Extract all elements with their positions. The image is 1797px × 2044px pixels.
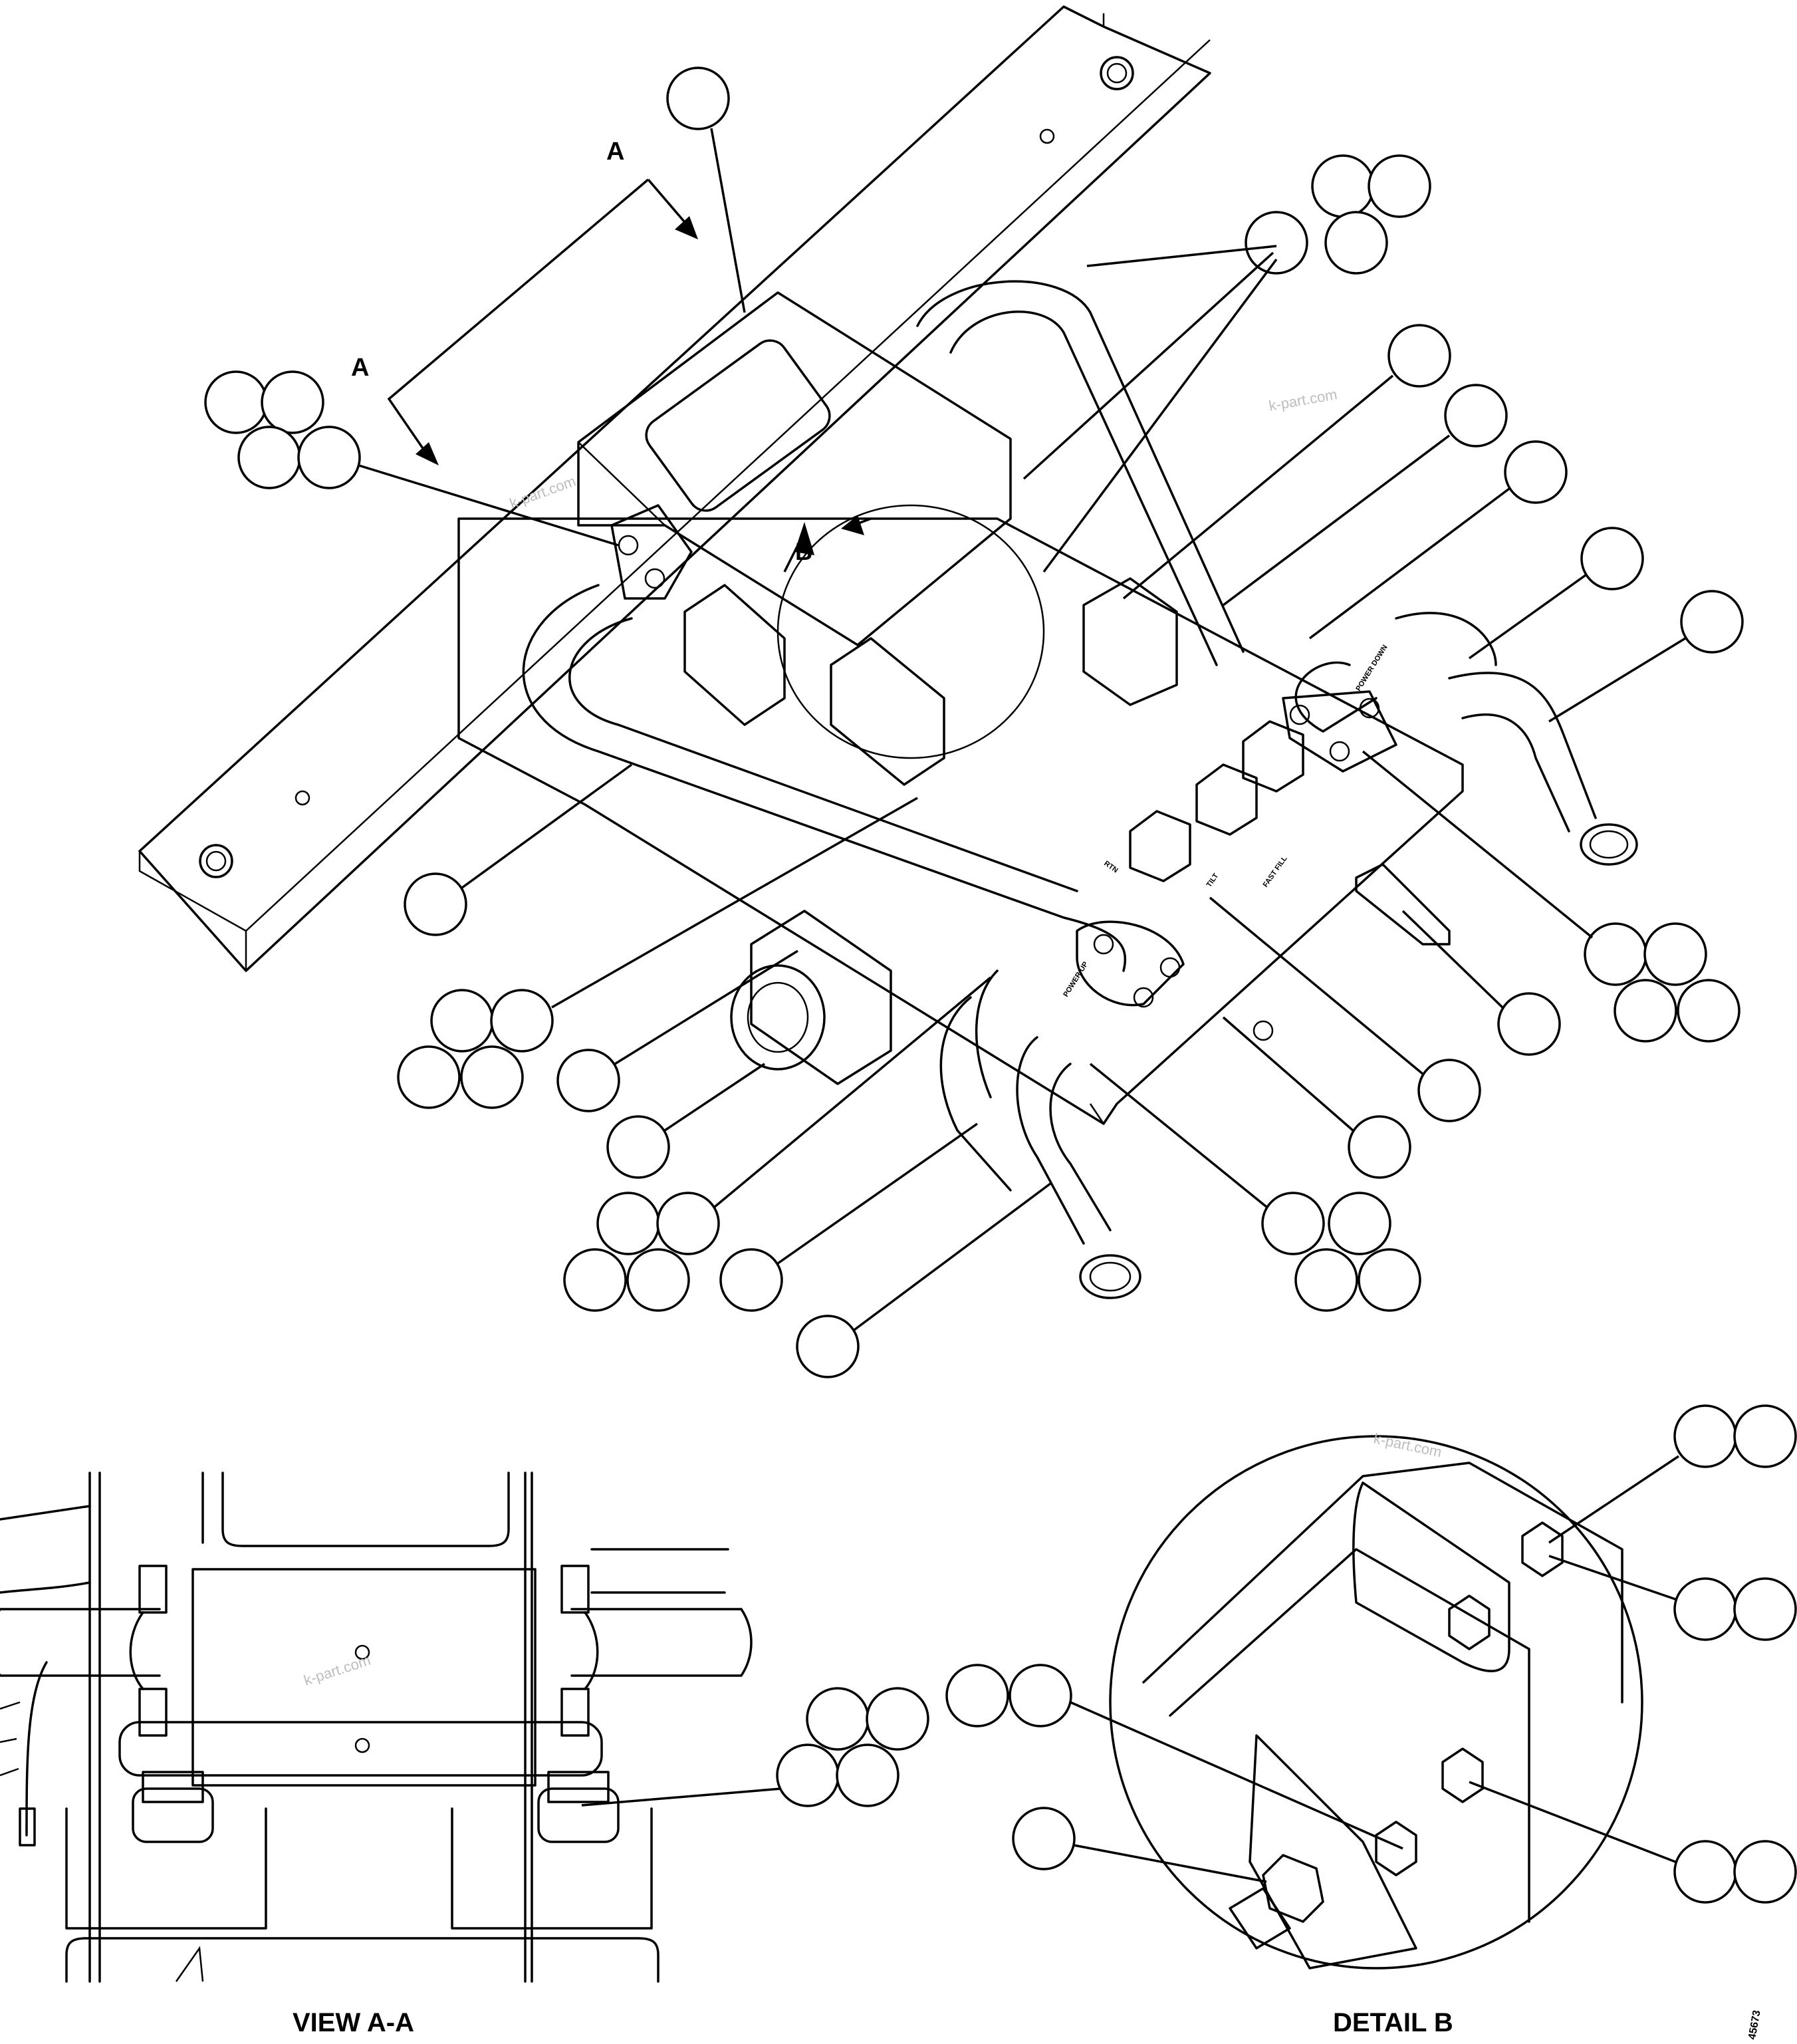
drawing-number: 45673	[1746, 2009, 1762, 2041]
view-aa-tube-right	[570, 1608, 753, 1677]
view-aa-triangle-mark	[175, 1946, 204, 1982]
solenoid-coil-right	[830, 637, 945, 786]
bracket-right	[1355, 863, 1451, 946]
hose-right-elbow	[1294, 612, 1497, 733]
detail-b-view: k-part.com DETAIL B	[945, 1404, 1797, 2037]
detail-b-fitting	[1229, 1854, 1324, 1950]
view-aa-hatching	[0, 1701, 21, 1777]
hose-lower-left	[939, 969, 1012, 1192]
detail-b-caption: DETAIL B	[1333, 2008, 1453, 2037]
flange-right	[1282, 690, 1397, 773]
callout-detail-b-top	[1548, 1404, 1797, 1544]
callout-cluster-upper-right	[1022, 154, 1431, 573]
callout-clamp	[1122, 324, 1451, 600]
detail-b-coil-lower	[1249, 1734, 1417, 1970]
detail-b-boundary	[1109, 1435, 1643, 1970]
callout-cluster-view-aa	[581, 1687, 929, 1807]
callout-hose-outlet	[1548, 590, 1744, 723]
detail-b-body	[1142, 1462, 1623, 1923]
view-aa-bolt-stack-right	[560, 1565, 599, 1737]
callout-detail-b-left	[945, 1664, 1403, 1850]
view-aa-bottom-bolt-left	[132, 1771, 214, 1843]
detail-b-circle	[777, 504, 1045, 759]
valve-block	[577, 291, 1012, 646]
detail-b-bolt-mid	[1448, 1595, 1491, 1650]
callout-crossover-hose	[404, 763, 633, 936]
callout-valve-port	[606, 1063, 765, 1179]
watermark: k-part.com	[302, 1652, 373, 1689]
view-aa-tube-left	[0, 1608, 161, 1677]
callout-hose-upper	[1222, 384, 1508, 606]
hose-clamp	[1082, 577, 1178, 706]
callout-cluster-flange-right	[1362, 750, 1740, 1043]
view-aa-frame	[88, 1471, 533, 1983]
manifold-body	[457, 517, 1464, 1125]
lower-left-valve	[730, 910, 892, 1085]
hose-right-fitting	[1580, 823, 1638, 866]
main-assembly-view: POWER DOWN POWER UP TILT FAST FILL RTN A…	[138, 5, 1744, 1378]
callout-manifold	[1222, 1016, 1411, 1179]
stamp-fast-fill: FAST FILL	[1262, 854, 1289, 889]
callout-hose-elbow	[1468, 527, 1644, 660]
hex-plugs	[1129, 720, 1304, 882]
view-aa-hose-top-left	[0, 1505, 91, 1594]
channel-bolt-bottom	[199, 844, 233, 878]
callout-detail-b-upper-right	[1548, 1555, 1797, 1641]
detail-label-b: B	[795, 538, 812, 565]
view-aa-hose-top-right	[590, 1548, 729, 1594]
solenoid-coil-left	[683, 584, 786, 726]
callout-lower-left-valve	[556, 950, 798, 1112]
callout-switch	[1209, 896, 1481, 1122]
section-label-a-upper: A	[606, 138, 624, 166]
view-aa-bottom-bolt-right	[537, 1771, 620, 1843]
callout-cluster-lower-right	[1089, 1063, 1421, 1312]
flange-left	[610, 504, 693, 600]
view-aa-block	[191, 1568, 537, 1787]
manifold-port	[1253, 1020, 1274, 1041]
stamp-power-down: POWER DOWN	[1354, 644, 1389, 693]
solenoid-cover	[645, 339, 831, 512]
view-aa-bolt-stack-left	[129, 1565, 168, 1737]
hose-crossover	[522, 584, 1127, 972]
section-label-a-lower: A	[351, 354, 369, 382]
stamp-rtn: RTN	[1102, 860, 1119, 875]
channel-bolt-top	[1100, 56, 1134, 90]
mounting-channel-lip	[138, 39, 1211, 971]
detail-b-bolt-upper	[1521, 1521, 1564, 1577]
callout-lower-hose	[719, 1122, 979, 1312]
hose-lower-outlet	[1016, 1036, 1112, 1245]
view-aa-top-bracket	[221, 1471, 510, 1547]
detail-b-coil-upper	[1352, 1481, 1510, 1672]
flange-lower	[1076, 920, 1185, 1008]
callout-cluster-left-mid	[397, 797, 918, 1109]
detail-b-bolt-lower-left	[1375, 1821, 1417, 1876]
watermark: k-part.com	[1372, 1430, 1443, 1460]
stamp-tilt: TILT	[1205, 872, 1221, 888]
hose-upper-loop	[916, 280, 1245, 666]
view-a-a-caption: VIEW A-A	[293, 2008, 414, 2037]
hose-right-outlet	[1448, 672, 1597, 832]
channel-hole	[295, 790, 310, 806]
callout-cluster-lower-left	[563, 976, 992, 1312]
mounting-channel	[138, 5, 1211, 972]
section-line-a	[387, 178, 689, 453]
callout-detail-b-lower-left	[1012, 1807, 1267, 1883]
view-aa-cable-clip	[19, 1807, 36, 1847]
callout-detail-b-lower-right	[1469, 1781, 1797, 1904]
watermark: k-part.com	[1268, 386, 1339, 414]
callout-lower-outlet	[796, 1182, 1052, 1378]
channel-hole	[1039, 128, 1055, 144]
hose-lower-fitting	[1079, 1254, 1141, 1299]
callout-cluster-upper-left	[204, 370, 619, 547]
view-aa-base	[65, 1807, 659, 1983]
view-a-a: k-part.com VIEW A-A	[0, 1471, 929, 2037]
callout-bracket-right	[1401, 910, 1561, 1056]
watermark: k-part.com	[507, 473, 578, 512]
view-aa-saddle	[118, 1721, 603, 1777]
callout-hose-center	[1308, 440, 1568, 640]
callout-valve-block	[666, 66, 746, 313]
detail-b-bolt-lower-right	[1441, 1747, 1484, 1803]
